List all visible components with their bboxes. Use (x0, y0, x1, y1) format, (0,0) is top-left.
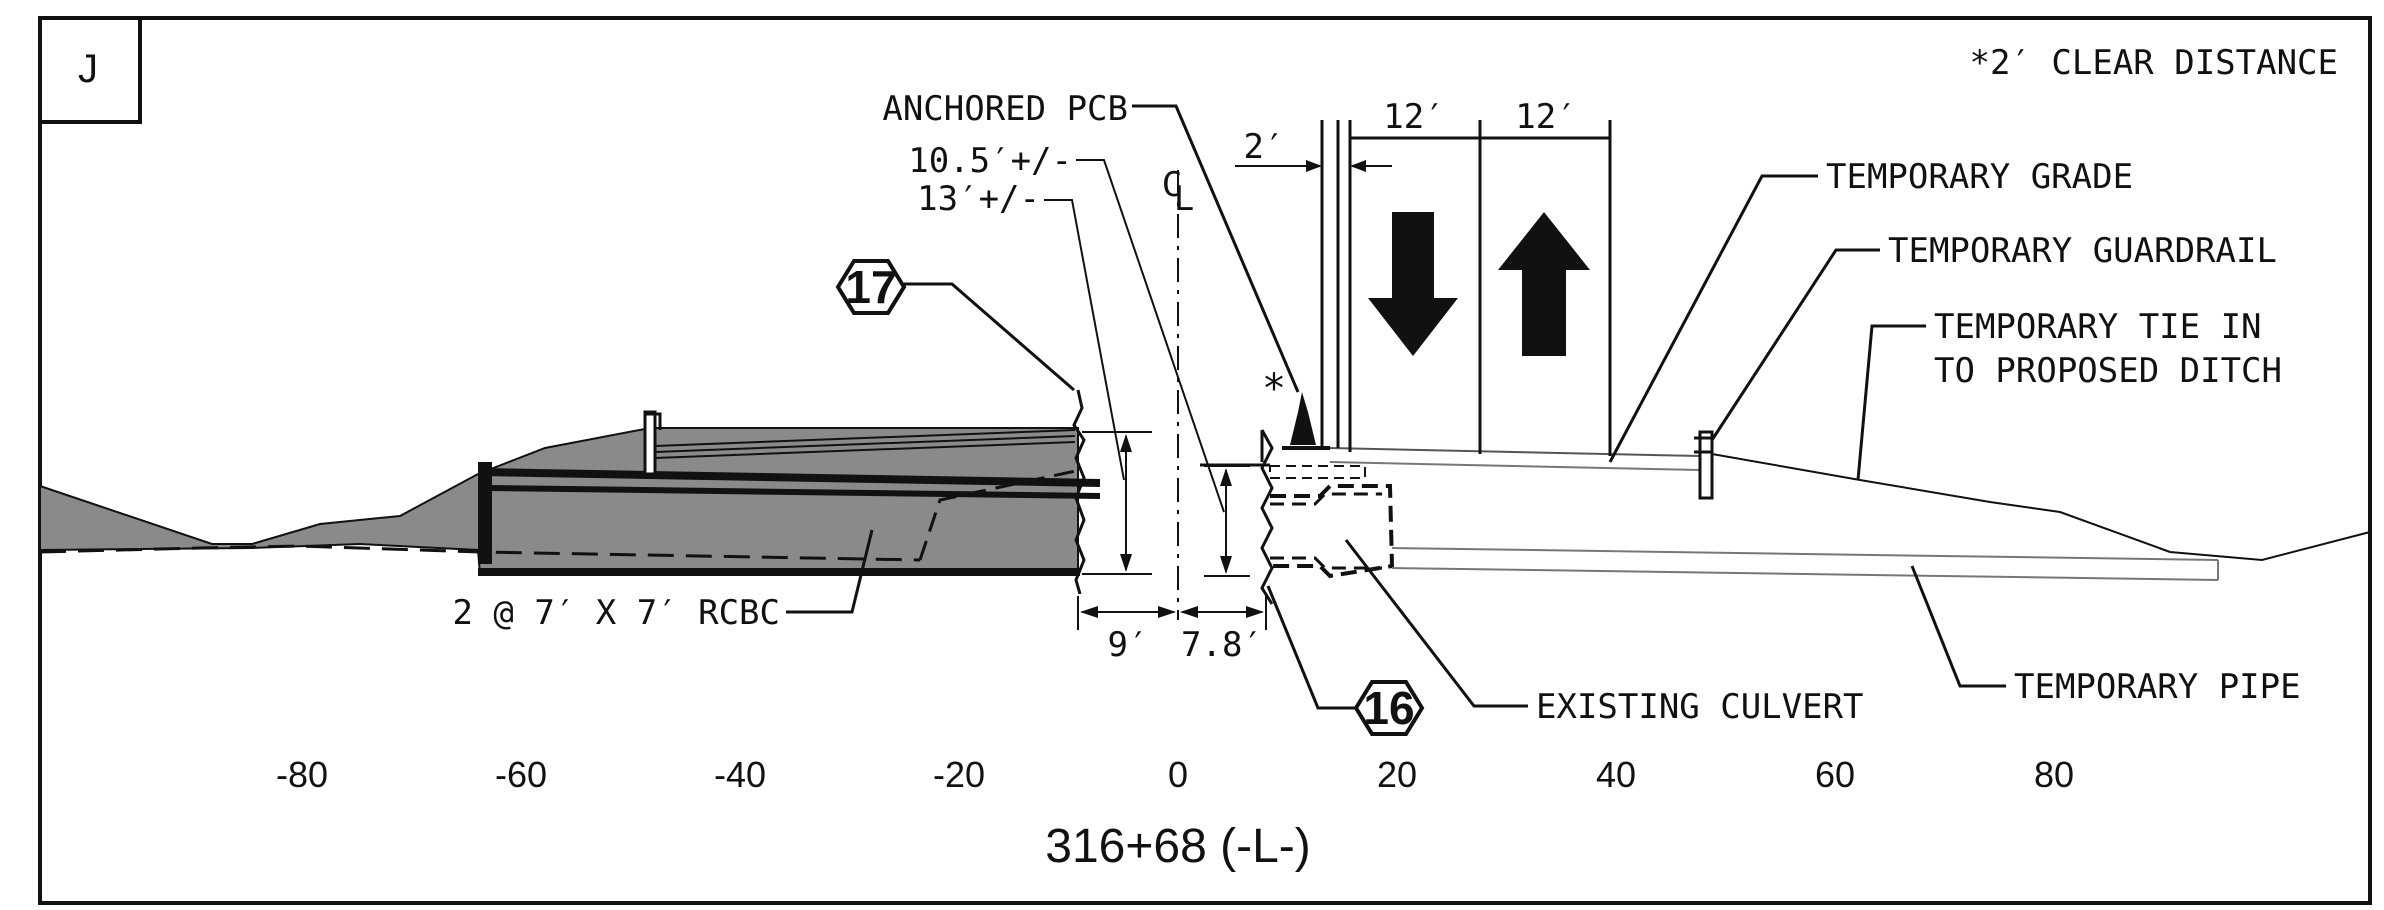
centerline-symbol-l: L (1174, 179, 1194, 219)
offset-axis: -80 -60 -40 -20 0 20 40 60 80 (276, 754, 2074, 795)
panel-label-box: J (40, 18, 142, 124)
offset-dimensions (1077, 596, 1267, 630)
station-label: 316+68 (-L-) (1045, 820, 1310, 873)
temporary-pipe-shape (1391, 547, 2219, 581)
offset-9-label: 9′ (1108, 625, 1149, 665)
tie-in-leader (1856, 324, 1926, 481)
axis-tick-label: -60 (495, 754, 547, 795)
temporary-pipe-leader (1910, 565, 2006, 688)
right-ground-profile (1711, 453, 2371, 562)
rcbc-label: 2 @ 7′ X 7′ RCBC (452, 593, 780, 633)
lane-lines (1320, 120, 1612, 456)
anchored-pcb-leader (1132, 104, 1300, 393)
rcbc-leader (786, 529, 874, 614)
tie-in-label-line1: TEMPORARY TIE IN (1934, 307, 2262, 347)
axis-tick-label: 80 (2034, 754, 2074, 795)
axis-tick-label: -80 (276, 754, 328, 795)
existing-culvert-shape (1269, 465, 1395, 579)
height-dimension-13 (1082, 431, 1152, 575)
temporary-grade-label: TEMPORARY GRADE (1826, 157, 2133, 197)
axis-tick-label: 40 (1596, 754, 1636, 795)
axis-tick-label: 20 (1377, 754, 1417, 795)
centerline-symbol-c: C (1162, 165, 1182, 205)
existing-culvert-leader (1344, 539, 1528, 708)
temporary-guardrail-label: TEMPORARY GUARDRAIL (1888, 231, 2277, 271)
anchored-pcb-label: ANCHORED PCB (882, 89, 1128, 129)
clear-distance-dim-label: 2′ (1244, 127, 1285, 167)
up-arrow-icon (1498, 212, 1590, 356)
hex-16-leader (1266, 585, 1356, 710)
right-wingwall (1260, 429, 1274, 605)
clear-distance-dimension (1235, 160, 1392, 172)
temporary-guardrail-leader (1710, 248, 1880, 441)
offset-7-8-label: 7.8′ (1181, 625, 1263, 665)
clear-distance-note: *2′ CLEAR DISTANCE (1970, 43, 2338, 83)
temporary-roadway (1329, 447, 1701, 471)
left-wingwall (1072, 389, 1086, 595)
rcbc-box-culvert (477, 462, 1101, 576)
axis-tick-label: -40 (714, 754, 766, 795)
hex-callout-17: 17 (835, 259, 907, 315)
axis-tick-label: -20 (933, 754, 985, 795)
panel-label: J (78, 47, 98, 91)
tie-in-label-line2: TO PROPOSED DITCH (1934, 351, 2282, 391)
dim-10-5-label: 10.5′+/- (908, 141, 1072, 181)
height-dimension-10-5 (1204, 465, 1250, 577)
hex-17-label: 17 (845, 261, 896, 313)
temporary-grade-leader (1608, 174, 1818, 463)
sheet-border (38, 16, 2372, 905)
lane-width-right: 12′ (1515, 97, 1576, 137)
temporary-guardrail-post (1694, 430, 1714, 500)
down-arrow-icon (1368, 212, 1458, 356)
hex-16-label: 16 (1363, 682, 1414, 734)
axis-tick-label: 60 (1815, 754, 1855, 795)
dim-13-label: 13′+/- (917, 179, 1040, 219)
left-embankment (39, 427, 1079, 575)
centerline: C L (1162, 165, 1194, 620)
clear-distance-star: * (1264, 366, 1284, 412)
dim-10-5-leader (1076, 159, 1225, 513)
axis-tick-label: 0 (1168, 754, 1188, 795)
lane-width-left: 12′ (1383, 97, 1444, 137)
dim-13-leader (1044, 199, 1125, 481)
left-guardrail (643, 410, 1076, 476)
hex-17-leader (904, 282, 1075, 392)
hex-callout-16: 16 (1353, 680, 1425, 736)
existing-culvert-label: EXISTING CULVERT (1536, 687, 1864, 727)
temporary-pipe-label: TEMPORARY PIPE (2014, 667, 2301, 707)
